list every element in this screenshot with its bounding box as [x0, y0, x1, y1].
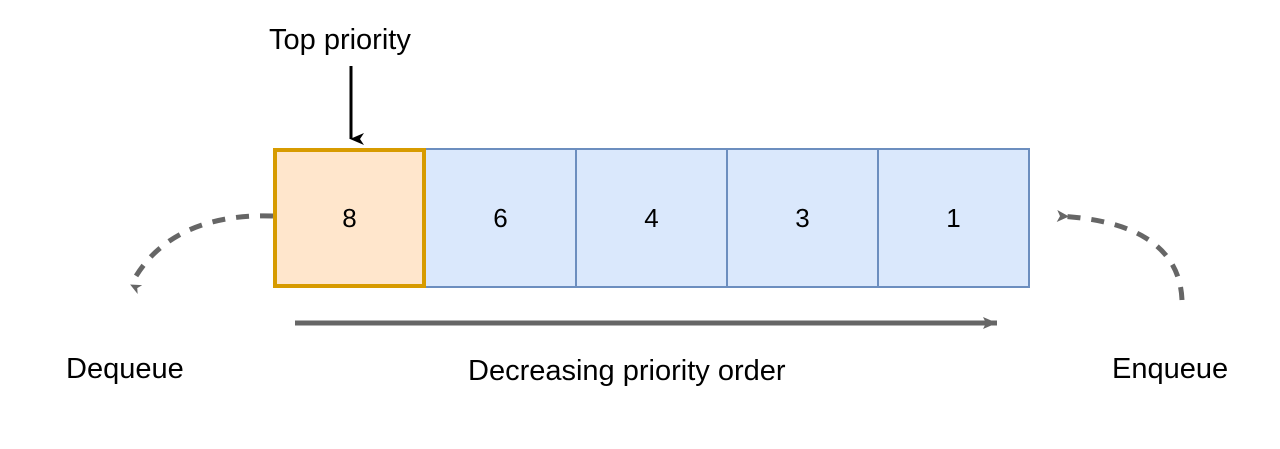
top-priority-label: Top priority	[269, 24, 411, 56]
queue-cell-2[interactable]: 4	[575, 148, 728, 288]
enqueue-arrow	[1056, 209, 1185, 301]
queue-cell-value: 1	[946, 203, 961, 233]
enqueue-label: Enqueue	[1112, 353, 1229, 385]
dequeue-label: Dequeue	[66, 353, 184, 385]
priority-order-label: Decreasing priority order	[468, 355, 786, 387]
queue-cell-3[interactable]: 3	[726, 148, 879, 288]
queue-cell-4[interactable]: 1	[877, 148, 1030, 288]
queue-cell-value: 3	[795, 203, 810, 233]
queue-cell-0[interactable]: 8	[273, 148, 426, 288]
queue-cell-value: 8	[342, 203, 357, 233]
dequeue-arrow	[128, 213, 274, 294]
queue-cell-1[interactable]: 6	[424, 148, 577, 288]
queue-cell-value: 6	[493, 203, 508, 233]
queue-cell-value: 4	[644, 203, 659, 233]
priority-queue-row: 8 6 4 3 1	[273, 148, 1030, 288]
